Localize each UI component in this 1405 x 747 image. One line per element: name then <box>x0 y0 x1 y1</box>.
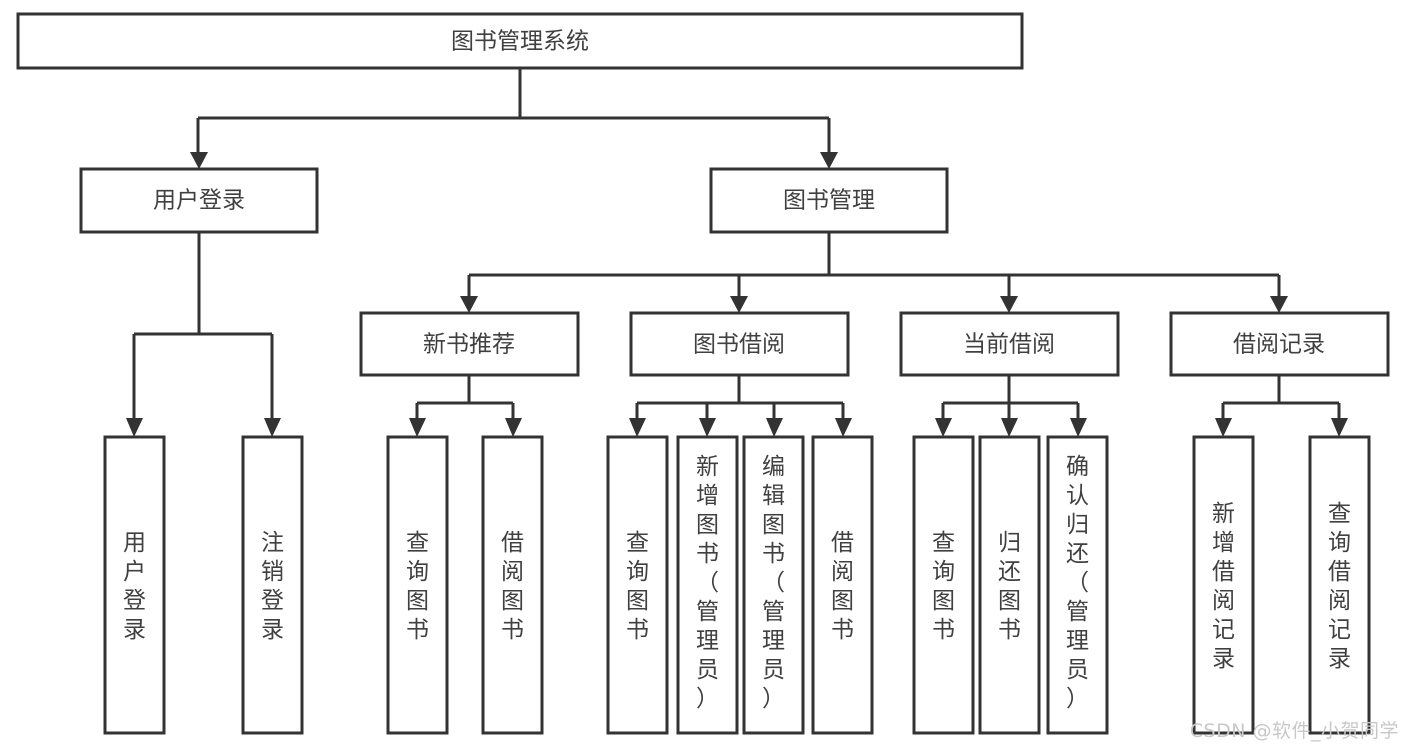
node-leaf-label: 编辑图书（管理员） <box>762 454 785 712</box>
arrow-head-icon <box>820 152 838 169</box>
connector-user-login-bar <box>132 332 274 418</box>
arrow-head-icon <box>935 418 952 437</box>
csdn-watermark: CSDN @软件_小贺同学 <box>1189 720 1399 742</box>
arrow-head-icon <box>1215 418 1232 437</box>
node-current-borrow-label: 当前借阅 <box>963 332 1055 358</box>
node-leaf-label: 查询图书 <box>406 530 429 643</box>
node-leaf-box[interactable] <box>1046 435 1109 735</box>
arrow-head-icon <box>505 418 522 437</box>
arrow-head-icon <box>835 418 852 437</box>
arrow-head-icon <box>126 418 143 437</box>
node-leaf-box[interactable] <box>742 435 805 735</box>
node-leaf[interactable]: 借阅图书 <box>481 435 544 735</box>
node-leaf-label: 用户登录 <box>123 530 146 643</box>
node-level3-group: 新书推荐 图书借阅 当前借阅 借阅记录 <box>359 311 1390 377</box>
node-book-manage-label: 图书管理 <box>783 188 875 214</box>
node-book-manage-box[interactable] <box>709 167 949 234</box>
node-root-box[interactable] <box>16 12 1024 70</box>
node-book-borrow-label: 图书借阅 <box>693 332 785 358</box>
node-user-login-box[interactable] <box>79 167 319 234</box>
node-leaf-label: 查询借阅记录 <box>1328 501 1351 672</box>
node-leaf-box[interactable] <box>811 435 874 735</box>
arrow-head-icon <box>1001 418 1018 437</box>
node-leaf[interactable]: 查询图书 <box>386 435 449 735</box>
connector-book-manage-bar <box>467 273 1281 296</box>
node-leaf[interactable]: 确认归还（管理员） <box>1046 435 1109 735</box>
node-current-borrow[interactable]: 当前借阅 <box>899 311 1120 377</box>
node-book-manage[interactable]: 图书管理 <box>709 167 949 234</box>
node-leaf-box[interactable] <box>978 435 1041 735</box>
arrow-head-icon <box>629 418 646 437</box>
node-borrow-record-box[interactable] <box>1169 311 1390 377</box>
node-leaf-label: 新增图书（管理员） <box>696 454 719 712</box>
node-leaf[interactable]: 借阅图书 <box>811 435 874 735</box>
node-borrow-record[interactable]: 借阅记录 <box>1169 311 1390 377</box>
arrow-head-icon <box>730 296 748 313</box>
node-user-login[interactable]: 用户登录 <box>79 167 319 234</box>
arrow-head-icon <box>1270 296 1288 313</box>
node-leaf-label: 注销登录 <box>261 530 284 643</box>
node-new-book-recommend-label: 新书推荐 <box>423 332 515 358</box>
arrow-head-icon <box>1000 296 1018 313</box>
arrow-head-icon <box>460 296 478 313</box>
arrow-head-icon <box>1331 418 1348 437</box>
node-leaf-box[interactable] <box>481 435 544 735</box>
node-leaf[interactable]: 新增图书（管理员） <box>676 435 739 735</box>
node-new-book-recommend-box[interactable] <box>359 311 580 377</box>
node-leaf-label: 确认归还（管理员） <box>1066 454 1089 712</box>
node-leaf-box[interactable] <box>103 435 166 735</box>
node-root[interactable]: 图书管理系统 <box>16 12 1024 70</box>
node-level2-group: 用户登录 图书管理 <box>79 167 949 234</box>
node-leaf-label: 查询图书 <box>626 530 649 643</box>
node-leaf[interactable]: 编辑图书（管理员） <box>742 435 805 735</box>
arrow-head-icon <box>264 418 281 437</box>
connector-new-book-bar <box>415 401 515 418</box>
node-root-label: 图书管理系统 <box>451 29 589 55</box>
connector-current-borrow-bar <box>941 401 1080 418</box>
node-leaf[interactable]: 新增借阅记录 <box>1192 435 1255 735</box>
node-leaf[interactable]: 查询图书 <box>912 435 975 735</box>
node-leaf[interactable]: 注销登录 <box>241 435 304 735</box>
node-user-login-label: 用户登录 <box>153 188 245 214</box>
arrowhead-layer <box>126 152 1348 437</box>
arrow-head-icon <box>699 418 716 437</box>
arrow-head-icon <box>190 152 208 169</box>
node-leaf-label: 借阅图书 <box>501 530 524 643</box>
node-new-book-recommend[interactable]: 新书推荐 <box>359 311 580 377</box>
node-book-borrow[interactable]: 图书借阅 <box>629 311 850 377</box>
connector-layer <box>132 68 1341 418</box>
connector-book-borrow-bar <box>635 401 845 418</box>
node-leaf[interactable]: 查询图书 <box>606 435 669 735</box>
arrow-head-icon <box>1070 418 1087 437</box>
node-leaf-group: 用户登录 注销登录 查询图书 借阅图书 查询图书 新增图书（管理员） 编辑图书（管理员） 借阅… <box>103 435 1371 735</box>
node-leaf-label: 查询图书 <box>932 530 955 643</box>
arrow-head-icon <box>766 418 783 437</box>
node-leaf-box[interactable] <box>386 435 449 735</box>
node-leaf-box[interactable] <box>912 435 975 735</box>
node-book-borrow-box[interactable] <box>629 311 850 377</box>
node-leaf[interactable]: 归还图书 <box>978 435 1041 735</box>
node-leaf-label: 借阅图书 <box>831 530 854 643</box>
node-leaf-box[interactable] <box>1192 435 1255 735</box>
node-borrow-record-label: 借阅记录 <box>1233 332 1325 358</box>
connector-borrow-record-bar <box>1221 401 1341 418</box>
node-leaf-label: 归还图书 <box>998 530 1021 643</box>
node-leaf-box[interactable] <box>606 435 669 735</box>
node-current-borrow-box[interactable] <box>899 311 1120 377</box>
connector-root-bar <box>196 116 831 152</box>
node-leaf-label: 新增借阅记录 <box>1212 501 1235 672</box>
node-leaf[interactable]: 用户登录 <box>103 435 166 735</box>
node-leaf-box[interactable] <box>676 435 739 735</box>
node-leaf-box[interactable] <box>1308 435 1371 735</box>
arrow-head-icon <box>409 418 426 437</box>
node-leaf[interactable]: 查询借阅记录 <box>1308 435 1371 735</box>
node-leaf-box[interactable] <box>241 435 304 735</box>
